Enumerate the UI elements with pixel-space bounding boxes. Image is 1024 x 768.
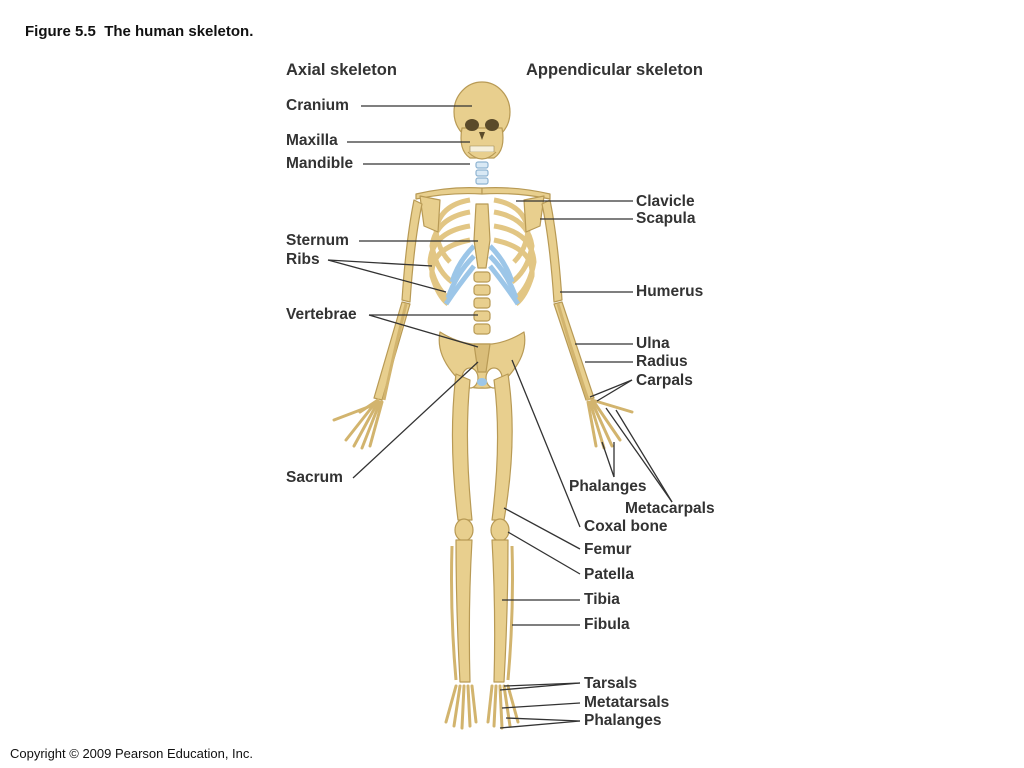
label-sternum: Sternum (286, 232, 349, 249)
label-fibula: Fibula (584, 616, 630, 633)
left-patella (454, 518, 474, 542)
leader-ribs-1 (327, 259, 433, 267)
right-radius (556, 303, 590, 401)
label-radius: Radius (636, 353, 688, 370)
figure-title: Figure 5.5 The human skeleton. (25, 23, 254, 40)
heading-appendicular-skeleton: Appendicular skeleton (526, 61, 703, 79)
leader-metacarpals-2 (615, 409, 673, 503)
label-femur: Femur (584, 541, 632, 558)
leader-femur (503, 507, 581, 550)
right-humerus (541, 199, 563, 303)
label-patella: Patella (584, 566, 634, 583)
leader-vertebrae-2 (368, 314, 479, 348)
label-tibia: Tibia (584, 591, 620, 608)
leader-carpals-1 (589, 379, 633, 398)
label-ribs: Ribs (286, 251, 320, 268)
left-radius (382, 303, 408, 401)
leader-phalanges-hand-1 (601, 441, 615, 478)
left-foot (444, 684, 478, 730)
left-clavicle (415, 187, 483, 200)
leader-sacrum (352, 361, 479, 479)
left-femur (451, 373, 473, 521)
label-sacrum: Sacrum (286, 469, 343, 486)
label-clavicle: Clavicle (636, 193, 695, 210)
label-maxilla: Maxilla (286, 132, 338, 149)
right-hand (586, 398, 634, 450)
left-fibula (450, 545, 458, 681)
right-foot (486, 684, 520, 730)
cervical-spine (475, 161, 489, 185)
label-tarsals: Tarsals (584, 675, 638, 692)
right-clavicle (481, 187, 551, 200)
label-cranium: Cranium (286, 97, 349, 114)
label-phalanges-foot: Phalanges (584, 712, 662, 729)
right-tibia (491, 539, 509, 683)
leader-patella (507, 531, 581, 575)
left-scapula (419, 195, 441, 233)
label-ulna: Ulna (636, 335, 670, 352)
costal-cartilage (443, 244, 521, 306)
label-carpals: Carpals (636, 372, 693, 389)
right-scapula (523, 195, 545, 233)
lumbar-spine (473, 271, 491, 335)
label-metatarsals: Metatarsals (584, 694, 670, 711)
skull (453, 81, 511, 160)
left-humerus (401, 199, 423, 303)
right-forearm (553, 301, 595, 401)
left-tibia (455, 539, 473, 683)
label-mandible: Mandible (286, 155, 354, 172)
left-hand (332, 398, 384, 450)
heading-axial-skeleton: Axial skeleton (286, 61, 397, 79)
leader-metatarsals (501, 702, 581, 709)
leader-tarsals-2 (499, 682, 581, 691)
right-fibula (506, 545, 514, 681)
left-forearm (373, 301, 411, 401)
label-scapula: Scapula (636, 210, 696, 227)
label-phalanges-hand: Phalanges (569, 478, 647, 495)
right-femur (491, 373, 513, 521)
skeleton-drawing (332, 81, 634, 730)
leader-coxal (511, 359, 581, 528)
label-coxal-bone: Coxal bone (584, 518, 668, 535)
leader-phalanges-foot-1 (505, 717, 581, 722)
leader-phalanges-foot-2 (499, 720, 581, 729)
label-metacarpals: Metacarpals (625, 500, 715, 517)
leader-ribs-2 (327, 259, 447, 293)
copyright-notice: Copyright © 2009 Pearson Education, Inc. (10, 746, 254, 761)
label-vertebrae: Vertebrae (286, 306, 357, 323)
sternum (473, 203, 491, 269)
label-humerus: Humerus (636, 283, 704, 300)
leader-lines (327, 105, 673, 729)
leader-metacarpals-1 (605, 407, 673, 503)
leader-carpals-2 (596, 379, 633, 402)
right-patella (490, 518, 510, 542)
